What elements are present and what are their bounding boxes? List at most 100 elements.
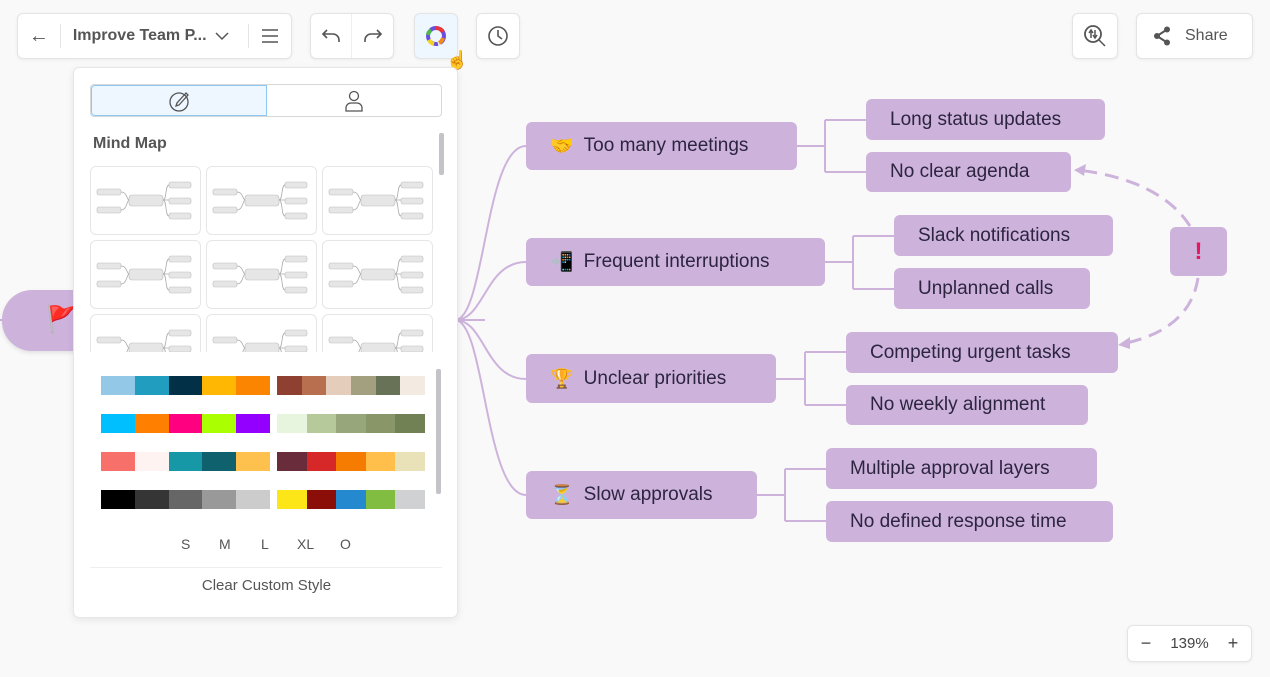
layout-thumbnail[interactable] bbox=[206, 166, 317, 235]
size-o[interactable]: O bbox=[340, 536, 351, 552]
zoom-out-button[interactable]: − bbox=[1140, 633, 1152, 653]
share-button[interactable]: Share bbox=[1136, 13, 1253, 59]
color-swatch bbox=[168, 490, 203, 509]
size-l[interactable]: L bbox=[261, 536, 269, 552]
color-swatch bbox=[336, 452, 366, 471]
color-palette[interactable] bbox=[101, 414, 270, 433]
undo-redo-group bbox=[310, 13, 394, 59]
sub-node[interactable]: Long status updates bbox=[866, 99, 1105, 140]
color-swatch bbox=[306, 452, 337, 471]
color-swatch bbox=[168, 376, 203, 395]
color-swatch bbox=[326, 376, 352, 395]
theme-panel: Mind Map S M L XL O Clear Custom Style bbox=[73, 67, 458, 618]
sub-node[interactable]: Multiple approval layers bbox=[826, 448, 1097, 489]
main-node[interactable]: 🤝Too many meetings bbox=[526, 122, 797, 170]
sub-node[interactable]: No weekly alignment bbox=[846, 385, 1088, 425]
node-label: Frequent interruptions bbox=[583, 251, 770, 272]
sub-node[interactable]: Unplanned calls bbox=[894, 268, 1090, 309]
color-swatch bbox=[351, 376, 376, 395]
section-title: Mind Map bbox=[93, 135, 167, 152]
color-swatch bbox=[395, 490, 425, 509]
undo-icon bbox=[321, 29, 340, 42]
color-swatch bbox=[395, 414, 425, 433]
layout-scrollbar[interactable] bbox=[439, 133, 444, 175]
undo-button[interactable] bbox=[311, 14, 353, 58]
color-swatch bbox=[236, 414, 270, 433]
size-m[interactable]: M bbox=[219, 536, 231, 552]
main-node[interactable]: 🏆Unclear priorities bbox=[526, 354, 776, 403]
history-clock-icon bbox=[488, 26, 508, 46]
title-dropdown[interactable]: Improve Team P... bbox=[61, 27, 248, 45]
share-label: Share bbox=[1185, 27, 1228, 44]
color-swatch bbox=[236, 452, 270, 471]
back-button[interactable]: ← bbox=[18, 14, 60, 58]
layout-thumbnail[interactable] bbox=[206, 314, 317, 352]
clear-custom-style-button[interactable]: Clear Custom Style bbox=[201, 577, 332, 594]
zoom-in-button[interactable]: + bbox=[1227, 633, 1239, 653]
node-label: Slow approvals bbox=[583, 484, 713, 505]
tab-style[interactable] bbox=[91, 85, 267, 116]
color-swatch bbox=[134, 376, 169, 395]
color-swatch bbox=[101, 452, 135, 471]
color-palette[interactable] bbox=[277, 490, 425, 509]
main-node[interactable]: ⏳Slow approvals bbox=[526, 471, 757, 519]
color-swatch bbox=[277, 376, 302, 395]
flag-icon: 🚩 bbox=[46, 304, 79, 334]
tab-person[interactable] bbox=[267, 85, 441, 116]
menu-button[interactable] bbox=[249, 14, 291, 58]
zoom-level[interactable]: 139% bbox=[1170, 635, 1209, 652]
size-xl[interactable]: XL bbox=[297, 536, 315, 552]
color-swatch bbox=[168, 452, 203, 471]
palette-scrollbar[interactable] bbox=[436, 369, 441, 494]
document-title: Improve Team P... bbox=[72, 27, 207, 44]
size-s[interactable]: S bbox=[181, 536, 191, 552]
sub-node[interactable]: No defined response time bbox=[826, 501, 1113, 542]
title-toolbar: ← Improve Team P... bbox=[17, 13, 292, 59]
redo-icon bbox=[363, 29, 382, 42]
sub-node[interactable]: Slack notifications bbox=[894, 215, 1113, 256]
color-swatch bbox=[101, 490, 135, 509]
history-button[interactable] bbox=[476, 13, 520, 59]
main-node[interactable]: 📲Frequent interruptions bbox=[526, 238, 825, 286]
color-palette[interactable] bbox=[101, 452, 270, 471]
color-palette[interactable] bbox=[101, 490, 270, 509]
redo-button[interactable] bbox=[352, 14, 393, 58]
sub-node[interactable]: Competing urgent tasks bbox=[846, 332, 1118, 373]
layout-thumbnail[interactable] bbox=[322, 166, 433, 235]
node-label: Unclear priorities bbox=[583, 367, 727, 389]
color-swatch bbox=[365, 452, 396, 471]
chevron-down-icon bbox=[215, 32, 229, 41]
zoom-fit-button[interactable] bbox=[1072, 13, 1118, 59]
sub-node[interactable]: No clear agenda bbox=[866, 152, 1071, 192]
theme-button[interactable] bbox=[414, 13, 458, 59]
person-icon bbox=[345, 90, 363, 112]
color-swatch bbox=[202, 414, 237, 433]
color-palette[interactable] bbox=[277, 376, 426, 395]
layout-thumbnail[interactable] bbox=[322, 314, 433, 352]
color-swatch bbox=[336, 490, 366, 509]
color-swatch bbox=[365, 490, 396, 509]
layout-grid bbox=[74, 68, 444, 352]
handshake-icon: 🤝 bbox=[550, 136, 574, 157]
color-swatch bbox=[202, 376, 237, 395]
hand-cursor-icon: ☝ bbox=[446, 50, 469, 70]
color-palette[interactable] bbox=[277, 452, 425, 471]
style-brush-icon bbox=[169, 91, 189, 112]
color-swatch bbox=[400, 376, 426, 395]
color-palette[interactable] bbox=[101, 376, 270, 395]
callout-node[interactable]: ! bbox=[1170, 227, 1227, 276]
layout-thumbnail[interactable] bbox=[90, 166, 201, 235]
layout-thumbnail[interactable] bbox=[322, 240, 433, 309]
layout-thumbnail[interactable] bbox=[90, 240, 201, 309]
color-swatch bbox=[395, 452, 425, 471]
color-swatch bbox=[277, 452, 307, 471]
color-swatch bbox=[306, 414, 337, 433]
zoom-fit-icon bbox=[1084, 25, 1106, 47]
layout-thumbnail[interactable] bbox=[90, 314, 201, 352]
color-palette[interactable] bbox=[277, 414, 425, 433]
color-swatch bbox=[202, 490, 237, 509]
color-swatch bbox=[101, 414, 135, 433]
layout-thumbnail[interactable] bbox=[206, 240, 317, 309]
color-swatch bbox=[168, 414, 203, 433]
color-swatch bbox=[277, 490, 307, 509]
